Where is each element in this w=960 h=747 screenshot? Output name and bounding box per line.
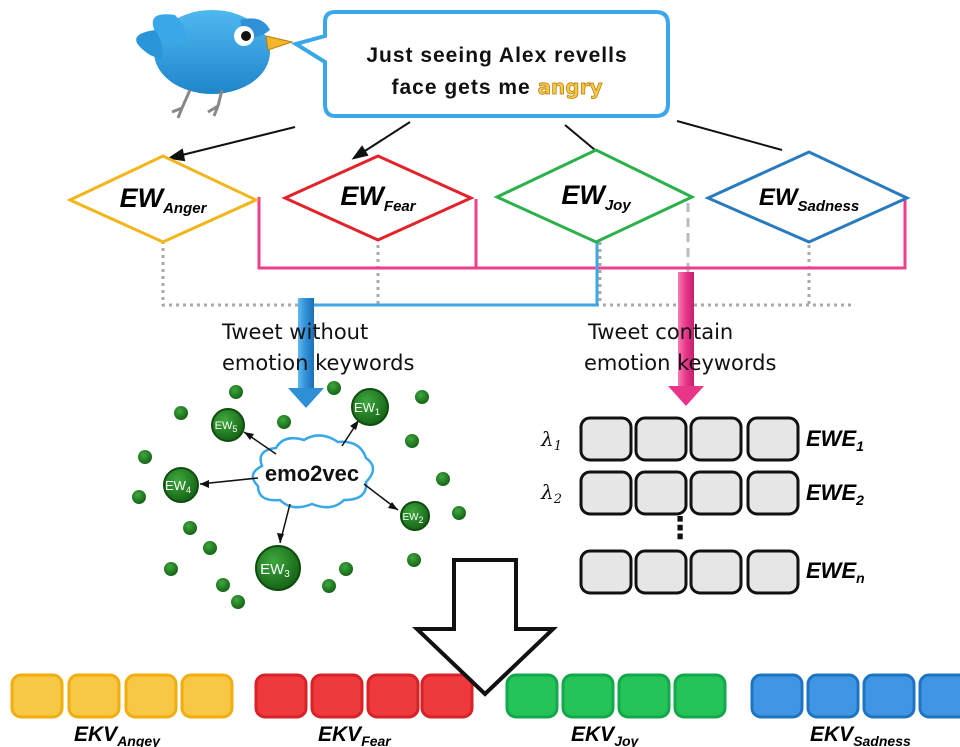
without-label-line-2: emotion keywords (222, 351, 414, 375)
ekv-anger-label: EKVAngey (74, 723, 161, 747)
diamond-fear-label: EWFear (340, 181, 416, 215)
ewe-ellipsis: ⋮ (665, 511, 695, 546)
without-label-line-1: Tweet without (221, 320, 368, 344)
down-arrow-icon (412, 558, 558, 697)
bubble-connectors (167, 120, 783, 162)
svg-text:EW5: EW5 (215, 420, 238, 434)
ekv-sadness-label: EKVSadness (810, 723, 911, 747)
diamond-anger: EWAnger (66, 154, 260, 244)
emo2vec-node-2: EW2 (400, 501, 430, 531)
ewe-2-label: EWE2 (806, 480, 864, 508)
ewe-row-n (579, 549, 800, 595)
diamond-sadness-label: EWSadness (759, 184, 859, 215)
ekv-anger (10, 673, 234, 719)
ewe-matrix: λ1 λ2 EWE1 EWE2 EWEn ⋮ (540, 416, 865, 595)
diamond-joy: EWJoy (493, 148, 696, 244)
tweet-line-2-prefix: face gets me (391, 76, 537, 99)
emo2vec-node-1: EW1 (351, 388, 389, 426)
contain-label-line-2: emotion keywords (584, 351, 776, 375)
ewe-row-2 (579, 470, 800, 516)
diamond-anger-label: EWAnger (120, 183, 208, 217)
emo2vec-node-3: EW3 (255, 545, 301, 591)
twitter-bird-icon (136, 10, 294, 119)
emo2vec-label: emo2vec (265, 461, 359, 486)
svg-text:EW1: EW1 (354, 400, 380, 417)
network-dots (132, 381, 466, 609)
lambda-1: λ1 (540, 427, 562, 454)
pink-pipe-arrow (668, 272, 704, 406)
connector-grid (161, 197, 907, 307)
svg-text:EW3: EW3 (260, 561, 290, 580)
emo2vec-node-4: EW4 (163, 467, 199, 503)
tweet-angry-word: angry (538, 75, 603, 99)
tweet-line-1: Just seeing Alex revells (366, 44, 627, 67)
diamond-fear: EWFear (281, 154, 475, 242)
ekv-sadness (750, 673, 960, 719)
ekv-fear-label: EKVFear (318, 723, 392, 747)
ewe-row-1 (579, 416, 800, 462)
blue-pipe-arrow (288, 298, 324, 408)
ewe-1-label: EWE1 (806, 426, 864, 454)
tweet-line-2: face gets me angry (391, 75, 602, 99)
svg-text:EW4: EW4 (165, 478, 191, 495)
ekv-joy-label: EKVJoy (571, 723, 640, 747)
ekv-joy (505, 673, 727, 719)
svg-text:EW2: EW2 (402, 512, 423, 525)
contain-label-line-1: Tweet contain (587, 320, 733, 344)
ewe-n-label: EWEn (806, 558, 865, 586)
emo2vec-node-5: EW5 (211, 408, 245, 442)
diamond-sadness: EWSadness (704, 150, 911, 244)
ekv-fear (254, 673, 474, 719)
emo2vec-network: emo2vec EW1 EW5 EW4 (132, 381, 466, 609)
tweet-bubble: Just seeing Alex revells face gets me an… (291, 10, 670, 118)
diamond-joy-label: EWJoy (561, 180, 631, 214)
lambda-2: λ2 (540, 480, 562, 507)
